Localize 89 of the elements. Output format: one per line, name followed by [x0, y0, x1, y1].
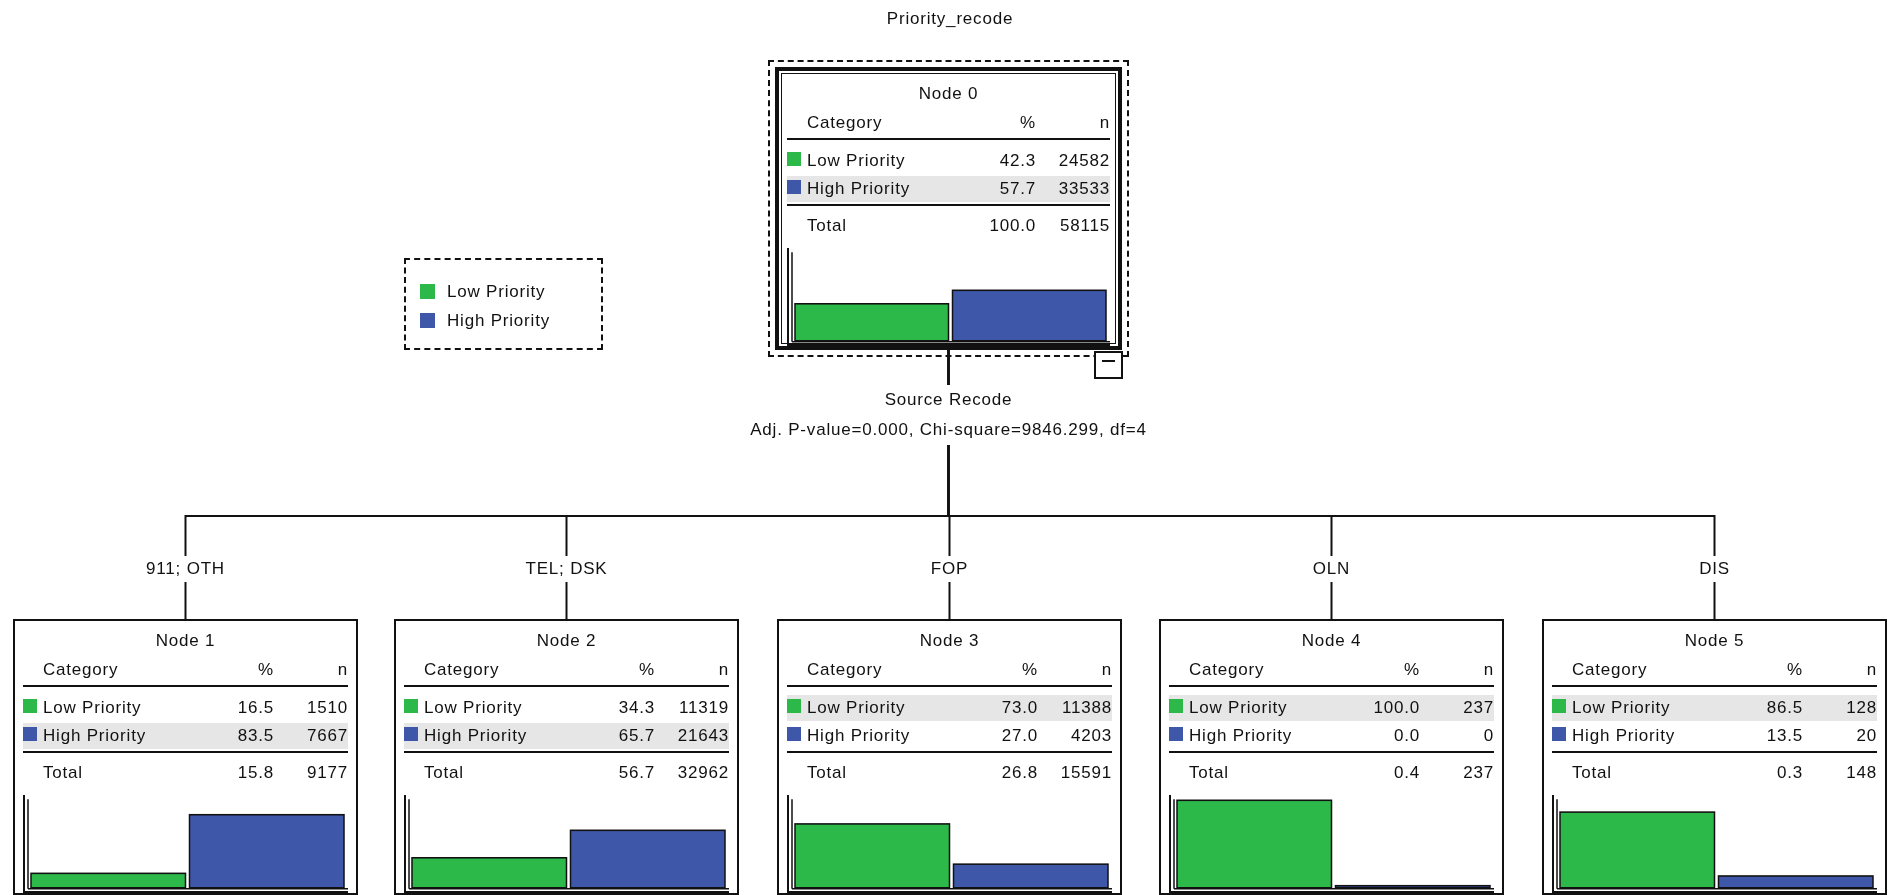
category-label: Low Priority — [43, 697, 143, 719]
legend-label: High Priority — [447, 310, 550, 331]
count-value: 128 — [1845, 697, 1877, 719]
percent-value: 0.3 — [1775, 762, 1803, 784]
column-header: Category — [807, 112, 884, 134]
column-header: n — [1100, 659, 1112, 681]
percent-value: 13.5 — [1765, 725, 1803, 747]
total-label: Total — [807, 215, 848, 237]
column-header: n — [717, 659, 729, 681]
count-value: 24582 — [1057, 150, 1110, 172]
column-header: % — [1403, 659, 1420, 681]
split-description: Source Recode — [883, 389, 1014, 411]
category-label: Low Priority — [1572, 697, 1672, 719]
percent-value: 16.5 — [236, 697, 274, 719]
category-label: High Priority — [43, 725, 147, 747]
percent-value: 15.8 — [236, 762, 274, 784]
connector-line — [947, 349, 1716, 620]
total-label: Total — [43, 762, 84, 784]
percent-value: 65.7 — [617, 725, 655, 747]
tree-node-box — [1159, 619, 1504, 895]
count-value: 32962 — [676, 762, 729, 784]
node-title: Node 1 — [154, 630, 217, 652]
column-header: n — [1098, 112, 1110, 134]
count-value: 4203 — [1069, 725, 1112, 747]
column-header: Category — [1572, 659, 1649, 681]
tree-node-box — [394, 619, 739, 895]
column-header: n — [336, 659, 348, 681]
node-title: Node 0 — [917, 83, 980, 105]
split-description: Adj. P-value=0.000, Chi-square=9846.299, df=4 — [749, 419, 1148, 441]
count-value: 148 — [1845, 762, 1877, 784]
category-label: Low Priority — [807, 697, 907, 719]
count-value: 11388 — [1061, 697, 1112, 719]
category-label: High Priority — [1572, 725, 1676, 747]
count-value: 237 — [1462, 697, 1494, 719]
count-value: 9177 — [305, 762, 348, 784]
percent-value: 26.8 — [1000, 762, 1038, 784]
percent-value: 0.4 — [1392, 762, 1420, 784]
diagram-title: Priority_recode — [885, 8, 1015, 30]
tree-node-box — [777, 619, 1122, 895]
category-label: High Priority — [1189, 725, 1293, 747]
node-title: Node 3 — [918, 630, 981, 652]
column-header: % — [1786, 659, 1803, 681]
total-label: Total — [424, 762, 465, 784]
percent-value: 73.0 — [1000, 697, 1038, 719]
column-header: Category — [1189, 659, 1266, 681]
count-value: 11319 — [678, 697, 729, 719]
count-value: 15591 — [1059, 762, 1112, 784]
count-value: 58115 — [1059, 215, 1110, 237]
percent-value: 100.0 — [988, 215, 1036, 237]
column-header: % — [638, 659, 655, 681]
legend-label: Low Priority — [447, 281, 546, 302]
count-value: 1510 — [305, 697, 348, 719]
tree-node-box — [13, 619, 358, 895]
category-label: High Priority — [807, 178, 911, 200]
column-header: n — [1865, 659, 1877, 681]
count-value: 0 — [1482, 725, 1494, 747]
percent-value: 100.0 — [1372, 697, 1420, 719]
node-title: Node 5 — [1683, 630, 1746, 652]
count-value: 21643 — [676, 725, 729, 747]
column-header: Category — [43, 659, 120, 681]
total-label: Total — [1572, 762, 1613, 784]
total-label: Total — [1189, 762, 1230, 784]
category-label: Low Priority — [424, 697, 524, 719]
total-label: Total — [807, 762, 848, 784]
column-header: % — [1021, 659, 1038, 681]
node-title: Node 4 — [1300, 630, 1363, 652]
count-value: 33533 — [1057, 178, 1110, 200]
column-header: Category — [424, 659, 501, 681]
category-label: Low Priority — [807, 150, 907, 172]
percent-value: 56.7 — [617, 762, 655, 784]
percent-value: 27.0 — [1000, 725, 1038, 747]
column-header: Category — [807, 659, 884, 681]
column-header: % — [1019, 112, 1036, 134]
node-title: Node 2 — [535, 630, 598, 652]
percent-value: 34.3 — [617, 697, 655, 719]
tree-node-box — [1542, 619, 1887, 895]
percent-value: 83.5 — [236, 725, 274, 747]
category-label: High Priority — [807, 725, 911, 747]
percent-value: 42.3 — [998, 150, 1036, 172]
count-value: 237 — [1462, 762, 1494, 784]
category-label: High Priority — [424, 725, 528, 747]
column-header: % — [257, 659, 274, 681]
count-value: 7667 — [305, 725, 348, 747]
column-header: n — [1482, 659, 1494, 681]
percent-value: 86.5 — [1765, 697, 1803, 719]
percent-value: 57.7 — [998, 178, 1036, 200]
category-label: Low Priority — [1189, 697, 1289, 719]
count-value: 20 — [1855, 725, 1877, 747]
percent-value: 0.0 — [1392, 725, 1420, 747]
